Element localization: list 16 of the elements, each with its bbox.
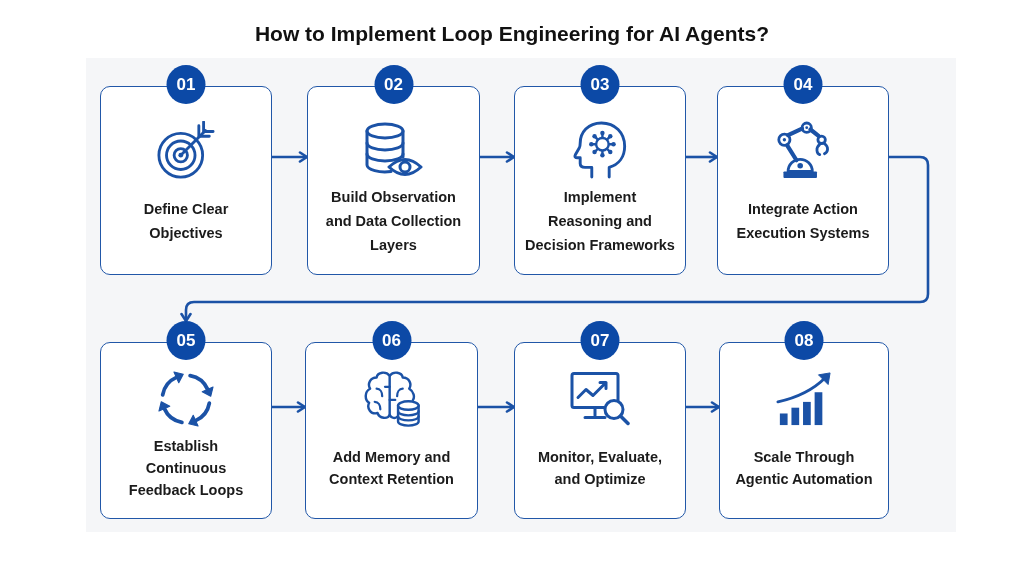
arrow	[686, 401, 721, 413]
step-title: Establish Continuous Feedback Loops	[127, 437, 245, 500]
diagram-title: How to Implement Loop Engineering for AI Agents?	[254, 21, 770, 47]
arrow	[272, 151, 309, 163]
arrow	[180, 155, 930, 323]
step-title: Integrate Action Execution Systems	[735, 200, 871, 243]
step-title: Build Observation and Data Collection Layers	[324, 188, 463, 255]
arrow	[480, 151, 516, 163]
arrow	[478, 401, 516, 413]
step-title: Scale Through Agentic Automation	[734, 448, 874, 489]
step-title: Implement Reasoning and Decision Frameworks	[524, 188, 676, 255]
step-title: Define Clear Objectives	[142, 200, 230, 243]
arrow	[272, 401, 307, 413]
step-title: Monitor, Evaluate, and Optimize	[536, 448, 664, 489]
step-title: Add Memory and Context Retention	[328, 448, 455, 489]
arrow	[686, 151, 719, 163]
